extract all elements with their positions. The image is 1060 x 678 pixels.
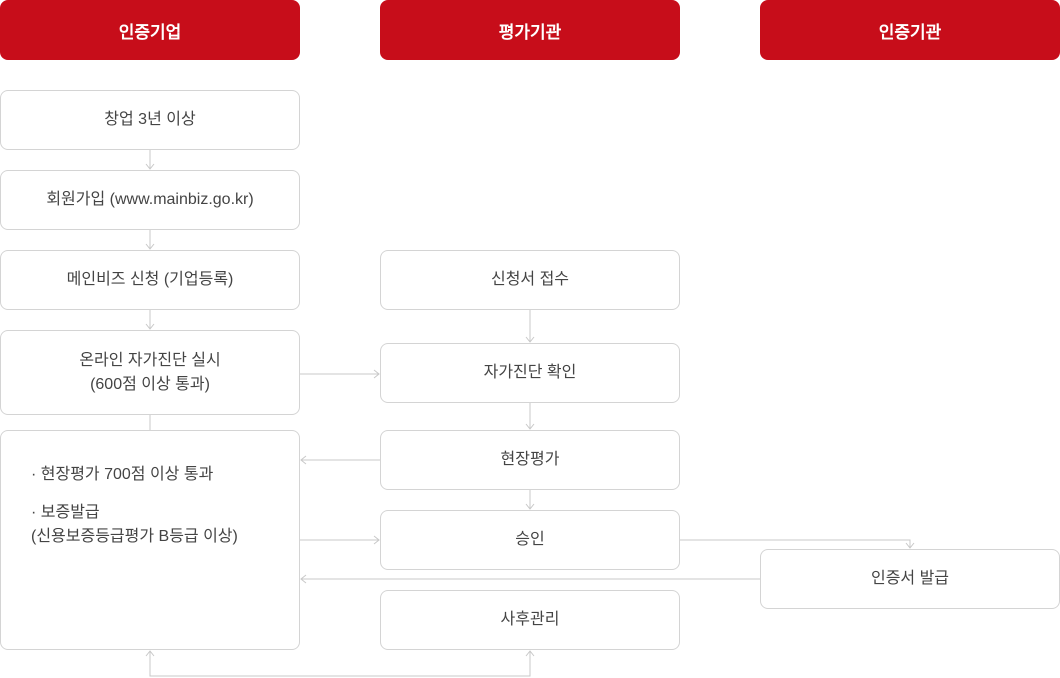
step-self-check-confirm-label: 자가진단 확인 (483, 364, 577, 381)
criteria-field-eval: · 현장평가 700점 이상 통과 (31, 466, 214, 483)
step-apply-label: 메인비즈 신청 (기업등록) (66, 271, 234, 288)
step-issue-label: 인증서 발급 (870, 570, 950, 587)
arrowhead (525, 503, 535, 510)
step-founding-label: 창업 3년 이상 (104, 111, 196, 128)
step-self-check: 온라인 자가진단 실시 (600점 이상 통과) (0, 330, 300, 415)
criteria-guarantee-line1: · 보증발급 (31, 504, 100, 521)
step-issue: 인증서 발급 (760, 549, 1060, 609)
arrowhead (525, 650, 535, 657)
step-criteria: · 현장평가 700점 이상 통과 · 보증발급 (신용보증등급평가 B등급 이… (0, 430, 300, 650)
step-approval: 승인 (380, 510, 680, 570)
arrowhead (145, 650, 155, 657)
step-self-check-line2: (600점 이상 통과) (90, 375, 210, 393)
arrowhead (525, 336, 535, 343)
step-receipt: 신청서 접수 (380, 250, 680, 310)
step-apply: 메인비즈 신청 (기업등록) (0, 250, 300, 310)
criteria-guarantee: · 보증발급 (신용보증등급평가 B등급 이상) (31, 501, 238, 549)
step-signup-label: 회원가입 (www.mainbiz.go.kr) (46, 191, 254, 208)
step-signup: 회원가입 (www.mainbiz.go.kr) (0, 170, 300, 230)
arrowhead (525, 423, 535, 430)
arrow-criteria-postmgmt-loop (149, 651, 531, 677)
step-field-eval-label: 현장평가 (500, 451, 560, 468)
step-post-mgmt: 사후관리 (380, 590, 680, 650)
arrowhead (300, 455, 307, 465)
step-field-eval: 현장평가 (380, 430, 680, 490)
arrow-approval-to-issue (680, 539, 911, 548)
header-evaluator: 평가기관 (380, 0, 680, 60)
arrowhead (300, 574, 307, 584)
arrowhead (373, 369, 380, 379)
arrowhead (145, 323, 155, 330)
header-company: 인증기업 (0, 0, 300, 60)
criteria-guarantee-line2: (신용보증등급평가 B등급 이상) (31, 528, 238, 545)
arrowhead (905, 542, 915, 549)
step-approval-label: 승인 (515, 531, 545, 548)
step-self-check-line1: 온라인 자가진단 실시 (79, 351, 221, 369)
arrowhead (373, 535, 380, 545)
step-post-mgmt-label: 사후관리 (500, 611, 560, 628)
step-self-check-confirm: 자가진단 확인 (380, 343, 680, 403)
arrowhead (145, 243, 155, 250)
step-receipt-label: 신청서 접수 (490, 271, 570, 288)
header-certifier: 인증기관 (760, 0, 1060, 60)
step-founding: 창업 3년 이상 (0, 90, 300, 150)
arrowhead (145, 163, 155, 170)
